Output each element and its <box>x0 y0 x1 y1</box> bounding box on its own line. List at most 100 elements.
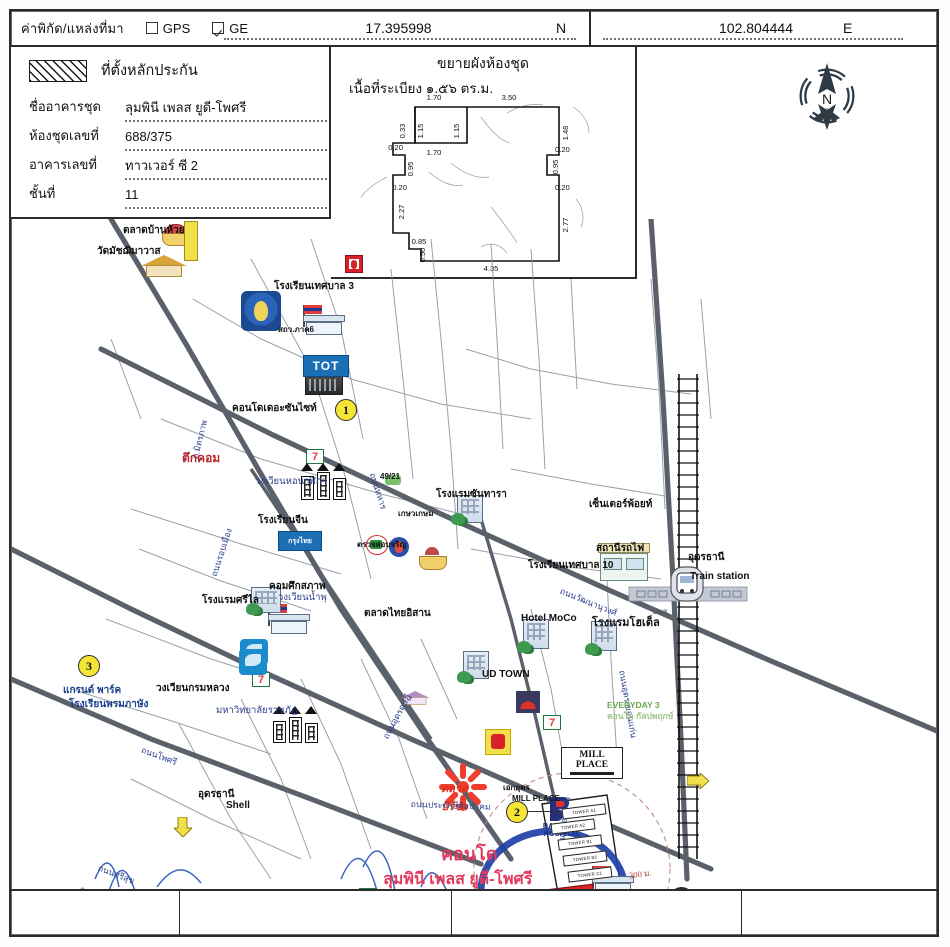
info-key: ชื่ออาคารชุด <box>29 99 101 114</box>
road-wattananuwong <box>98 346 937 734</box>
info-value: 688/375 <box>125 129 172 144</box>
footer-row <box>11 889 937 935</box>
latitude-hemisphere: N <box>556 20 567 36</box>
footer-divider-1 <box>179 889 180 935</box>
chinese-school-icon <box>268 604 310 634</box>
ge-checkbox-label: GE <box>229 20 249 36</box>
poi-label: วงเวียนหอนาฬิกา <box>255 476 327 487</box>
latitude-dotted-rule <box>224 38 576 40</box>
dim-top-left: 1.70 <box>427 93 442 102</box>
mandatip-hotel-icon <box>517 619 549 653</box>
info-key: ชั้นที่ <box>29 186 56 201</box>
poi-label: ตลาดไทยอิสาน <box>364 608 431 619</box>
dim-top-right: 3.50 <box>502 93 517 102</box>
poi-label: Train station <box>690 571 750 582</box>
central-wordmark: ตลาดปรีชา <box>441 783 469 813</box>
seven-eleven-icon <box>543 715 561 730</box>
longitude-hemisphere: E <box>843 20 853 36</box>
dim-left-020b: 0.20 <box>392 183 407 192</box>
poi-label: โรงเรียนเทศบาล 10 <box>528 560 614 571</box>
market-icon <box>419 547 447 571</box>
bangkok-hospital-logo <box>547 796 577 822</box>
dim-inner-right: 1.15 <box>452 124 461 139</box>
poi-label: โรงเรียนพรมภาษัง <box>69 699 149 710</box>
condo-icon <box>273 706 319 743</box>
temple-body <box>146 265 182 277</box>
mall-icon <box>485 729 511 755</box>
info-value: 11 <box>125 187 139 202</box>
signature-marks <box>94 850 448 891</box>
header-divider <box>589 11 591 45</box>
footer-divider-3 <box>741 889 742 935</box>
poi-label: EVERYDAY 3 <box>607 700 660 710</box>
poi-label: อุดรธานี <box>198 789 235 800</box>
hotel-icon <box>246 587 281 615</box>
gps-checkbox[interactable]: GPS <box>145 21 190 36</box>
longitude-cell: 102.804444 <box>719 20 793 36</box>
dim-bottom-050: 0.50 <box>418 248 427 263</box>
poi-label: โรงแรมซันทารา <box>436 489 507 500</box>
hatch-swatch-icon <box>29 59 87 82</box>
map-marker-3[interactable]: 3 <box>78 655 100 677</box>
info-row-floor: ชั้นที่ 11 <box>29 186 327 215</box>
ptt-icon <box>389 537 409 557</box>
poi-label: เอกอุดร <box>503 783 530 792</box>
hotel-icon <box>457 651 489 683</box>
ge-checkbox[interactable]: GE <box>212 21 248 36</box>
floor-plan-drawing: 1.70 3.50 1.15 1.15 1.70 0.33 0.20 0.95 … <box>360 93 590 273</box>
temple-icon <box>141 255 187 277</box>
dim-right-148: 1.48 <box>561 126 570 141</box>
center-point-icon <box>596 543 652 581</box>
government-seal-icon <box>241 291 281 331</box>
poi-label: ตึกคอม <box>182 451 221 465</box>
road-label: ถนนประจักษ์ศิลปาคม <box>410 798 491 812</box>
central-plaza-icon: ตลาดปรีชา <box>439 763 487 813</box>
marker-2-leader-line <box>528 811 576 812</box>
property-title-line1: คอนโด <box>441 844 498 864</box>
poi-label: ตลาดบ้านห้วย <box>123 225 185 236</box>
hotel-centara-icon <box>451 495 483 525</box>
poi-label: Shell <box>226 800 250 811</box>
map-marker-1[interactable]: 1 <box>335 399 357 421</box>
ge-checkbox-box[interactable] <box>212 22 225 34</box>
pavilion-icon <box>385 475 401 485</box>
shrine-icon <box>401 691 430 705</box>
direction-arrow-icon <box>686 771 710 794</box>
map-marker-2[interactable]: 2 <box>506 801 528 823</box>
poi-label: Hotel MoCo <box>521 613 577 624</box>
krungthai-bank-icon: กรุงไทย <box>278 531 322 551</box>
dim-left-095: 0.95 <box>406 162 415 177</box>
compass-north-letter: N <box>822 91 832 107</box>
marker-number: 1 <box>343 402 349 417</box>
floor-plan-title: ขยายผังห้องชุด <box>437 55 529 71</box>
gps-checkbox-box[interactable] <box>145 22 158 34</box>
poi-label: อุดรธานี <box>688 552 725 563</box>
dim-bottom-085: 0.85 <box>412 237 427 246</box>
latitude-cell: 17.395998 <box>211 11 586 45</box>
railway-line <box>677 374 699 859</box>
info-row-tower-number: อาคารเลขที่ ทาวเวอร์ ซี 2 <box>29 157 327 186</box>
poi-label: สถานีรถไฟ <box>596 543 645 554</box>
compass-rose-icon: N <box>799 63 855 130</box>
poi-label: โรงแรมศรีไล <box>202 595 259 606</box>
poi-label: วงเวียนน้ำพุ <box>278 592 327 603</box>
condo-icon <box>301 463 347 500</box>
poi-label: คอมศึกสภาพ <box>269 581 326 592</box>
dim-left-227: 2.27 <box>397 205 406 220</box>
police-station-icon <box>305 375 343 395</box>
seven-eleven-icon <box>306 449 324 464</box>
road-thongyai <box>479 518 561 820</box>
latitude-value: 17.395998 <box>365 20 432 36</box>
poi-label: บขส. <box>652 607 670 616</box>
info-value: ทาวเวอร์ ซี 2 <box>125 158 198 173</box>
property-info-box: ที่ตั้งหลักประกัน ชื่ออาคารชุด ลุมพินี เ… <box>11 47 331 219</box>
coordinate-source-label: ค่าพิกัด/แหล่งที่มา <box>21 20 124 36</box>
dim-left-033: 0.33 <box>398 124 407 139</box>
poi-label: วงเวียนกรมหลวง <box>156 683 230 694</box>
signpost-icon <box>184 221 198 261</box>
location-map[interactable]: TOT กรุงไทย <box>11 219 937 891</box>
hotel-moco-icon <box>585 621 617 655</box>
poi-label: มหาวิทยาลัยราชภัฏ <box>216 705 298 716</box>
road-udon-khonkaen <box>648 219 690 882</box>
